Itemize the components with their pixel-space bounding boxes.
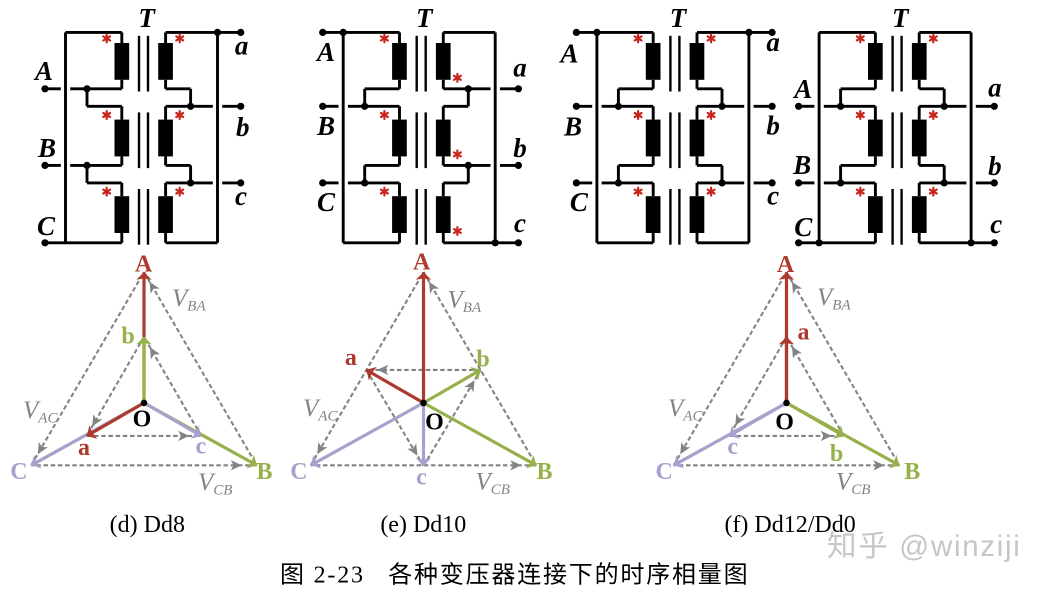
svg-text:c: c bbox=[990, 209, 1002, 239]
svg-text:C: C bbox=[317, 187, 336, 217]
svg-text:A: A bbox=[315, 37, 335, 67]
svg-text:c: c bbox=[767, 180, 779, 210]
svg-text:c: c bbox=[416, 465, 427, 491]
svg-text:b: b bbox=[830, 441, 843, 467]
svg-text:a: a bbox=[513, 52, 527, 82]
svg-text:VCB: VCB bbox=[198, 469, 232, 499]
svg-text:VAC: VAC bbox=[23, 397, 58, 427]
svg-text:c: c bbox=[195, 434, 206, 460]
svg-text:B: B bbox=[256, 459, 272, 485]
svg-text:b: b bbox=[513, 133, 527, 163]
svg-text:A: A bbox=[135, 252, 153, 278]
svg-text:b: b bbox=[121, 324, 134, 350]
svg-text:图 2-23 各种变压器连接下的时序相量图: 图 2-23 各种变压器连接下的时序相量图 bbox=[280, 562, 749, 589]
svg-text:知乎 @winziji: 知乎 @winziji bbox=[827, 530, 1022, 563]
svg-text:O: O bbox=[425, 410, 444, 436]
svg-text:VBA: VBA bbox=[817, 284, 851, 314]
svg-text:b: b bbox=[236, 112, 250, 142]
svg-text:C: C bbox=[570, 187, 589, 217]
svg-text:c: c bbox=[514, 208, 526, 238]
svg-text:B: B bbox=[563, 111, 582, 141]
svg-text:a: a bbox=[988, 72, 1002, 102]
svg-text:a: a bbox=[235, 31, 249, 61]
svg-text:A: A bbox=[792, 74, 812, 104]
svg-text:A: A bbox=[777, 252, 795, 278]
svg-text:B: B bbox=[536, 459, 552, 485]
svg-text:a: a bbox=[78, 435, 90, 461]
svg-text:VBA: VBA bbox=[448, 287, 482, 317]
svg-text:O: O bbox=[775, 410, 794, 436]
svg-text:B: B bbox=[792, 150, 811, 180]
svg-text:b: b bbox=[766, 111, 780, 141]
svg-text:C: C bbox=[37, 211, 56, 241]
svg-text:A: A bbox=[558, 38, 578, 68]
svg-text:a: a bbox=[345, 345, 357, 371]
svg-text:T: T bbox=[416, 3, 434, 33]
svg-text:VCB: VCB bbox=[476, 469, 510, 499]
svg-text:B: B bbox=[316, 111, 335, 141]
svg-text:a: a bbox=[798, 320, 810, 346]
svg-text:a: a bbox=[766, 27, 780, 57]
svg-text:C: C bbox=[656, 459, 673, 485]
svg-text:C: C bbox=[290, 459, 307, 485]
svg-text:B: B bbox=[904, 459, 920, 485]
svg-text:C: C bbox=[794, 212, 813, 242]
svg-text:(f) Dd12/Dd0: (f) Dd12/Dd0 bbox=[724, 512, 855, 538]
svg-text:C: C bbox=[10, 459, 27, 485]
svg-text:T: T bbox=[670, 3, 688, 33]
svg-text:VAC: VAC bbox=[303, 395, 338, 425]
svg-text:VBA: VBA bbox=[172, 285, 206, 315]
svg-text:T: T bbox=[138, 3, 156, 33]
svg-text:(e) Dd10: (e) Dd10 bbox=[380, 512, 466, 538]
svg-text:c: c bbox=[235, 181, 247, 211]
svg-text:b: b bbox=[476, 347, 489, 373]
svg-text:B: B bbox=[37, 133, 56, 163]
svg-text:T: T bbox=[892, 3, 910, 33]
svg-text:(d) Dd8: (d) Dd8 bbox=[110, 512, 185, 538]
svg-text:VCB: VCB bbox=[836, 469, 870, 499]
svg-text:VAC: VAC bbox=[668, 395, 703, 425]
svg-text:A: A bbox=[33, 56, 53, 86]
svg-text:c: c bbox=[727, 434, 738, 460]
svg-text:b: b bbox=[988, 151, 1002, 181]
svg-text:A: A bbox=[413, 250, 431, 276]
svg-text:O: O bbox=[133, 406, 152, 432]
